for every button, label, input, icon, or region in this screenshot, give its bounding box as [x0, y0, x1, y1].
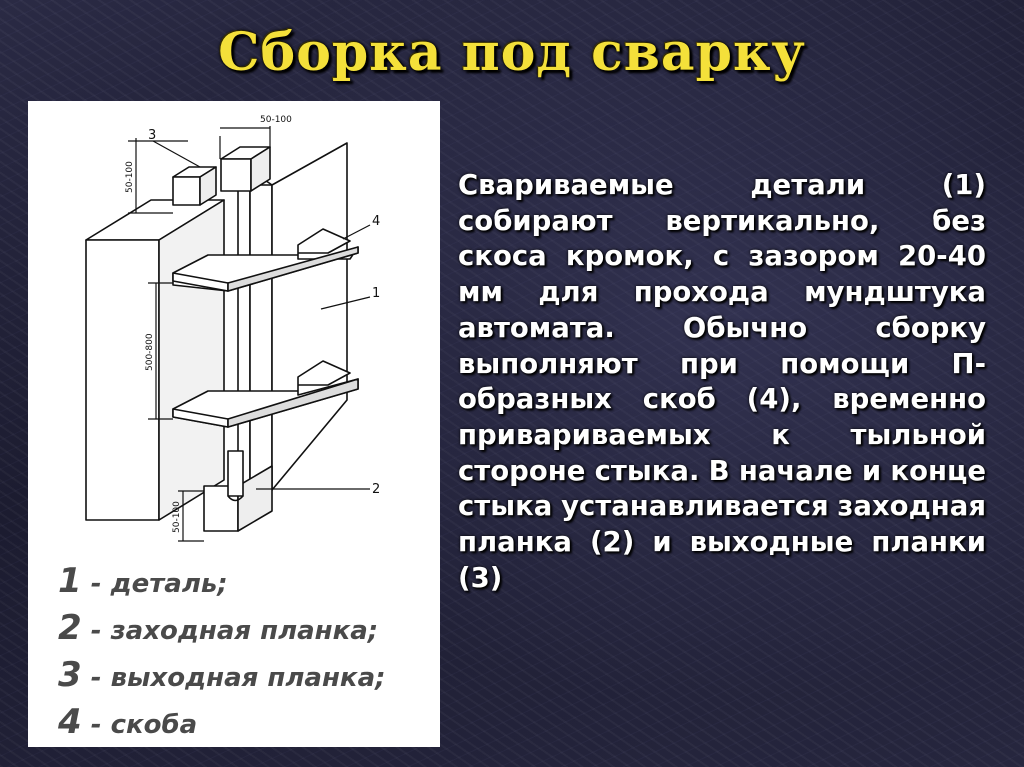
- callout-2: 2: [372, 482, 380, 497]
- assembly-drawing: 50-100 50-100 500-800 50-100 3 4 1 2: [85, 115, 380, 542]
- dim-middle: 500-800: [145, 333, 155, 371]
- bottom-clamp: [172, 360, 359, 428]
- legend-text: - скоба: [81, 710, 198, 740]
- dim-top-width: 50-100: [260, 115, 292, 125]
- callout-3: 3: [148, 128, 156, 143]
- dim-top-height: 50-100: [125, 161, 135, 193]
- callout-1: 1: [372, 286, 380, 301]
- top-clamp: [172, 228, 359, 292]
- outlet-block-right: [220, 146, 271, 192]
- dim-bottom: 50-100: [172, 501, 182, 533]
- legend-item: 3 - выходная планка;: [58, 653, 386, 700]
- left-plate: [85, 199, 225, 521]
- legend-number: 1: [58, 561, 82, 601]
- legend-text: - деталь;: [81, 569, 228, 599]
- legend: 1 - деталь; 2 - заходная планка; 3 - вых…: [58, 559, 386, 747]
- callout-4: 4: [372, 214, 380, 229]
- legend-number: 3: [58, 655, 82, 695]
- outlet-block: [172, 166, 217, 206]
- body-paragraph: Свариваемые детали (1) собирают вертикал…: [458, 169, 986, 594]
- legend-item: 4 - скоба: [58, 700, 386, 747]
- figure-panel: 50-100 50-100 500-800 50-100 3 4 1 2 1 -…: [28, 101, 440, 747]
- legend-number: 4: [58, 702, 82, 742]
- legend-text: - выходная планка;: [81, 663, 386, 693]
- inlet-plate: [203, 450, 273, 532]
- legend-number: 2: [58, 608, 82, 648]
- legend-item: 1 - деталь;: [58, 559, 386, 606]
- slide-title: Сборка под сварку: [218, 22, 806, 83]
- dimension-lines: [128, 126, 371, 542]
- legend-text: - заходная планка;: [81, 616, 379, 646]
- right-plate: [237, 142, 348, 491]
- legend-item: 2 - заходная планка;: [58, 606, 386, 653]
